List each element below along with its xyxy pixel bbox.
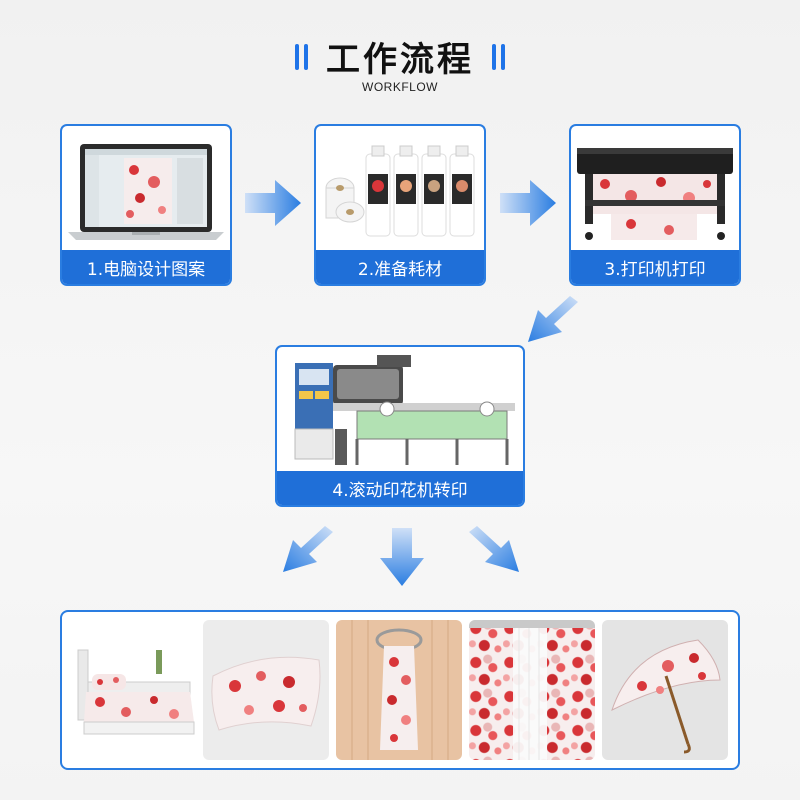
step-card-1: 1.电脑设计图案 <box>60 124 232 286</box>
arrow-down-icon <box>380 528 424 586</box>
step-label-3: 3.打印机打印 <box>571 250 739 284</box>
curtain-icon <box>469 620 595 760</box>
arrow-down-left-icon <box>283 526 333 572</box>
step-card-2: 2.准备耗材 <box>314 124 486 286</box>
laptop-icon <box>62 126 230 250</box>
arrow-down-left-icon <box>528 296 578 342</box>
bedding-icon <box>70 620 196 760</box>
title-row: 工作流程 <box>295 32 505 81</box>
page-subtitle: WORKFLOW <box>362 80 438 94</box>
title-bars-left-icon <box>295 43 308 70</box>
printer-icon <box>571 126 739 250</box>
step-card-4: 4.滚动印花机转印 <box>275 345 525 507</box>
products-panel <box>60 610 740 770</box>
arrow-right-icon <box>500 180 556 226</box>
title-bars-right-icon <box>492 43 505 70</box>
arrow-right-icon <box>245 180 301 226</box>
step-label-2: 2.准备耗材 <box>316 250 484 284</box>
pillow-icon <box>203 620 329 760</box>
step-card-3: 3.打印机打印 <box>569 124 741 286</box>
arrow-down-right-icon <box>469 526 519 572</box>
ink-bottles-icon <box>316 126 484 250</box>
umbrella-icon <box>602 620 728 760</box>
towel-icon <box>336 620 462 760</box>
heat-press-icon <box>277 347 523 471</box>
header: 工作流程 <box>0 32 800 81</box>
step-label-4: 4.滚动印花机转印 <box>277 471 523 505</box>
page-title: 工作流程 <box>326 40 474 80</box>
step-label-1: 1.电脑设计图案 <box>62 250 230 284</box>
